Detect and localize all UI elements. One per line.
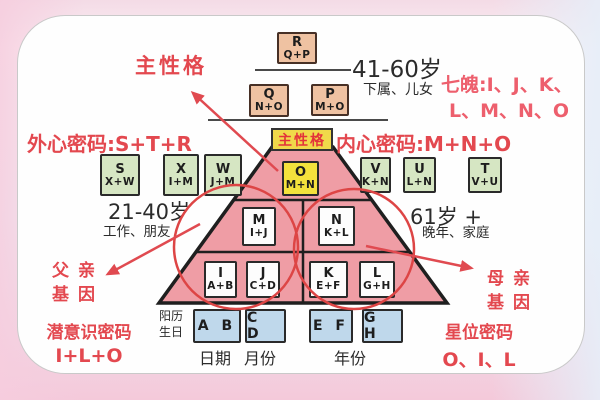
box-p: P M+O [311, 84, 349, 116]
box-gh: G H [362, 309, 403, 343]
main-personality-box: 主性格 [271, 128, 333, 151]
box-s: S X+W [100, 154, 140, 196]
age-61-label: 61岁 + [410, 205, 482, 229]
box-l-letter: L [372, 266, 382, 282]
box-i-formula: A+B [207, 280, 234, 293]
box-w-formula: J+M [210, 175, 236, 188]
solar-birthday-label: 阳历 生日 [159, 309, 187, 340]
star-code-block: 星位密码 O、I、L [418, 318, 540, 372]
mother-gene-line2: 基因 [487, 292, 539, 313]
inner-heart-code-label: 内心密码:M+N+O [336, 132, 512, 156]
box-t-formula: V+U [471, 175, 499, 188]
age-41-60-label: 41-60岁 [352, 57, 442, 83]
box-j: J C+D [246, 261, 280, 298]
box-q-letter: Q [263, 87, 275, 103]
box-n-formula: K+L [323, 226, 350, 239]
box-i-letter: I [218, 266, 223, 282]
star-code-value: O、I、L [442, 349, 516, 371]
solar-birthday-line1: 阳历 [159, 309, 184, 323]
main-personality-pointer-label: 主性格 [135, 54, 207, 78]
box-u-letter: U [414, 161, 425, 177]
star-code-title: 星位密码 [445, 323, 513, 343]
age-61-desc: 晚年、家庭 [422, 225, 490, 241]
box-w: W J+M [204, 154, 242, 196]
box-v: V K+N [360, 157, 391, 193]
month-label: 月份 [244, 349, 277, 368]
box-q-formula: N+O [254, 101, 283, 114]
box-o-letter: O [294, 165, 307, 181]
year-label: 年份 [334, 349, 367, 368]
box-p-letter: P [325, 86, 335, 102]
box-x-formula: I+M [168, 175, 194, 188]
box-j-formula: C+D [249, 280, 277, 293]
age-21-40-desc: 工作、朋友 [103, 224, 171, 240]
box-q: Q N+O [249, 84, 289, 117]
box-n: N K+L [318, 206, 355, 246]
box-o-formula: M+N [285, 179, 316, 192]
box-k-formula: E+F [316, 280, 341, 293]
qipo-line1: 七魄:I、J、K、 [441, 74, 573, 96]
box-n-letter: N [331, 212, 342, 228]
box-m-formula: I+J [249, 227, 269, 240]
box-r-formula: Q+P [283, 48, 311, 61]
box-u-formula: L+N [406, 175, 433, 188]
box-l: L G+H [359, 261, 395, 298]
box-p-formula: M+O [315, 100, 345, 113]
box-r-letter: R [291, 34, 302, 50]
age-41-60-desc: 下属、儿女 [363, 82, 433, 98]
subconscious-code-block: 潜意识密码 I+L+O [18, 318, 160, 367]
box-ef: E F [309, 309, 353, 343]
box-x-letter: X [175, 161, 187, 177]
box-t-letter: T [480, 161, 490, 177]
box-s-letter: S [115, 161, 125, 177]
box-s-formula: X+W [105, 175, 135, 188]
father-gene-line2: 基因 [52, 284, 104, 305]
subconscious-code-title: 潜意识密码 [46, 323, 132, 343]
box-i: I A+B [204, 261, 237, 298]
outer-heart-code-label: 外心密码:S+T+R [27, 132, 192, 156]
mother-gene-label: 母亲 基因 [487, 268, 539, 316]
qipo-line2: L、M、N、O [449, 100, 570, 122]
box-v-letter: V [370, 161, 381, 177]
box-v-formula: K+N [361, 175, 390, 188]
subconscious-code-value: I+L+O [55, 345, 123, 367]
mother-gene-line1: 母亲 [487, 269, 539, 289]
father-gene-line1: 父亲 [52, 261, 104, 281]
box-m: M I+J [242, 207, 276, 246]
box-m-letter: M [252, 213, 266, 229]
box-t: T V+U [468, 157, 502, 193]
box-ab: A B [193, 309, 241, 343]
box-w-letter: W [215, 161, 231, 177]
box-o: O M+N [282, 161, 319, 196]
box-u: U L+N [403, 157, 436, 193]
box-x: X I+M [163, 154, 199, 196]
box-k-letter: K [323, 266, 334, 282]
box-l-formula: G+H [363, 280, 391, 293]
box-r: R Q+P [277, 32, 317, 64]
box-j-letter: J [260, 266, 266, 282]
father-gene-label: 父亲 基因 [52, 260, 104, 308]
date-label: 日期 [199, 349, 232, 368]
box-k: K E+F [309, 261, 348, 298]
solar-birthday-line2: 生日 [159, 324, 184, 339]
box-cd: C D [245, 309, 286, 343]
